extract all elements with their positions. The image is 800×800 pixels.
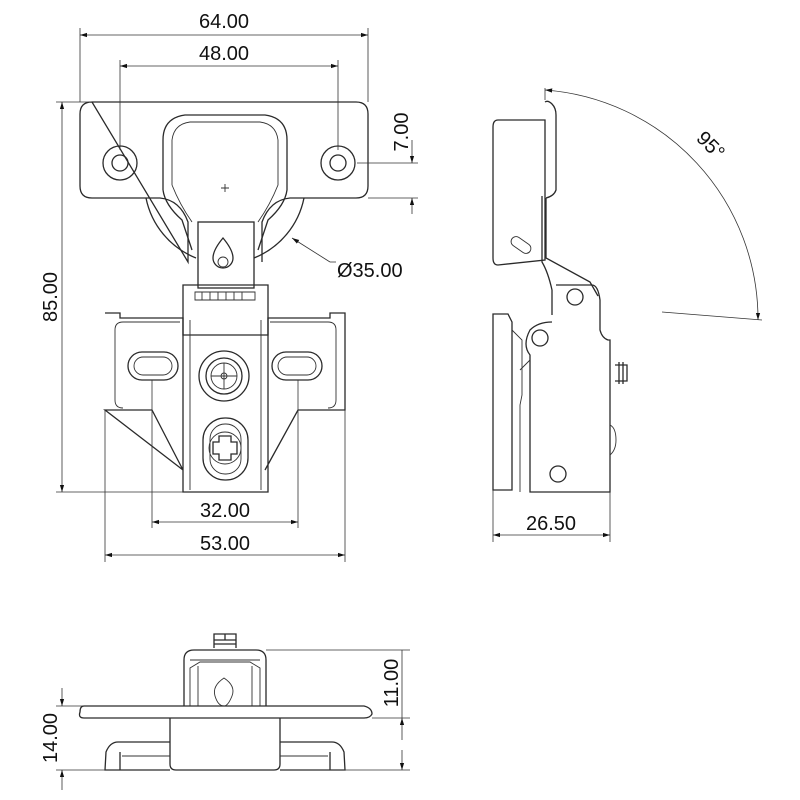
cup-dome [162,114,288,251]
dim-label-11: 11.00 [381,659,403,708]
dimension-14: 14.00 [40,688,105,790]
cam-adjustment-screw [198,350,250,402]
depth-adjustment-screw [202,417,249,481]
mounting-plate [103,312,346,493]
dim-label-48: 48.00 [199,43,249,65]
dim-label-7: 7.00 [391,113,413,152]
hinge-body-side [525,284,611,493]
slot-left [127,351,179,381]
bottom-view: 11.00 14.00 [40,633,410,790]
dim-label-32: 32.00 [200,500,250,522]
front-view: 64.00 48.00 7.00 Ø35.00 85.00 32.00 [40,11,418,562]
hinge-body-top [183,649,267,706]
cup-bottom [169,718,281,771]
dimension-53: 53.00 [104,410,346,562]
mounting-plate-side [492,313,513,491]
arm-plate-bottom [78,705,373,719]
dimension-32: 32.00 [151,380,299,528]
adjustment-screw-side [615,362,628,384]
dim-label-14: 14.00 [40,713,62,763]
dim-label-64: 64.00 [199,11,249,33]
dim-label-85: 85.00 [40,272,62,322]
dimension-64: 64.00 [79,11,369,102]
dimension-11: 11.00 [266,649,410,771]
mounting-hole-right [320,145,356,181]
cup-side [492,119,546,266]
dimension-7: 7.00 [357,113,418,214]
arm-plate [79,101,369,265]
dimension-85: 85.00 [40,101,183,493]
dimension-cup-diameter: Ø35.00 [291,237,403,282]
dimension-26-50: 26.50 [492,490,611,542]
dim-label-cup-diameter: Ø35.00 [337,260,403,282]
side-view: 95° 26.50 [492,88,763,542]
screw-top [213,633,237,648]
dim-label-53: 53.00 [200,533,250,555]
mounting-plate-bottom [104,741,346,771]
hinge-arm [197,221,255,289]
dim-label-26-50: 26.50 [526,513,576,535]
slot-right [271,351,323,381]
dimension-48: 48.00 [119,43,339,150]
mounting-hole-left [102,145,138,181]
dim-label-95: 95° [692,127,729,164]
